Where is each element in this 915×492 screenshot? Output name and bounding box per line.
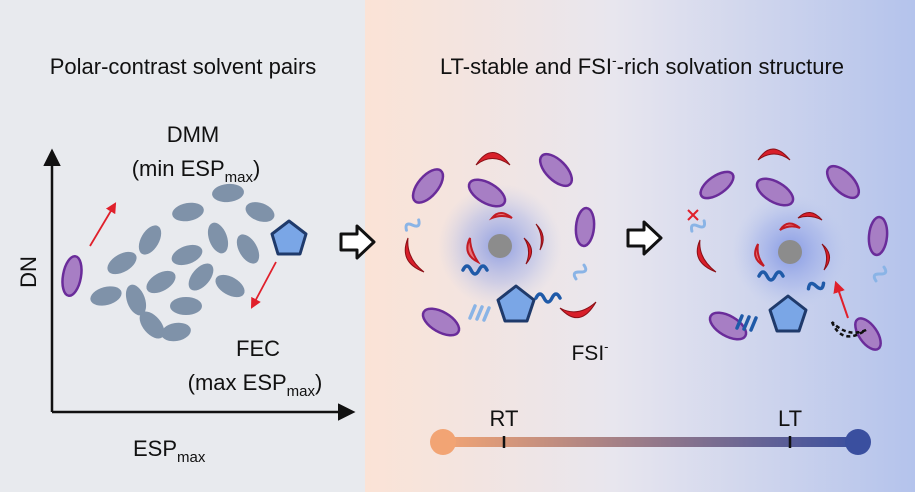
left-panel-title: Polar-contrast solvent pairs: [50, 54, 317, 79]
fec-molecule: [768, 294, 808, 333]
cluster-molecule: [215, 274, 245, 298]
cluster-molecule: [245, 202, 275, 222]
temperature-scale: RT LT: [430, 406, 871, 455]
fec-crescent-inner: [523, 237, 532, 265]
fec-crescent-inner: [797, 212, 823, 221]
fec-crescent: [757, 148, 791, 161]
fec-crescent: [475, 152, 511, 166]
fsi-anion: [806, 281, 826, 291]
cluster-molecule: [170, 297, 202, 315]
fsi-anion: [534, 292, 562, 304]
cluster-molecule: [139, 311, 165, 339]
fec-crescent: [559, 301, 597, 318]
fsi-anion-free: [572, 263, 588, 281]
cluster-molecule: [188, 263, 214, 291]
y-axis-label: DN: [16, 256, 41, 288]
fec-crescent: [404, 237, 425, 273]
cluster-molecule: [172, 202, 204, 222]
lt-solvation-structure: [687, 148, 889, 351]
fec-crescent: [696, 239, 717, 273]
dmm-molecule: [825, 164, 861, 200]
fsi-anion: [757, 270, 785, 282]
fec-crescent-inner: [488, 212, 513, 221]
x-axis-label: ESPmax: [133, 436, 206, 466]
cluster-molecule: [146, 270, 176, 294]
cluster-molecule: [107, 251, 137, 275]
dmm-molecule: [867, 215, 889, 257]
fsi-anion-free: [872, 265, 888, 283]
fec-arrow: [250, 261, 277, 309]
cluster-molecule: [90, 286, 122, 306]
fec-crescent-inner: [821, 243, 830, 271]
cluster-molecule: [236, 234, 260, 264]
cluster-molecule: [161, 322, 191, 342]
dmm-molecule: [467, 178, 507, 208]
lt-cation: [778, 240, 802, 264]
solvation-bond: [735, 314, 758, 332]
fec-crescent-inner: [466, 237, 481, 265]
rt-solvation-structure: FSI-: [404, 152, 609, 365]
dmm-sublabel: (min ESPmax): [132, 156, 261, 186]
right-panel-title: LT-stable and FSI--rich solvation struct…: [440, 52, 844, 79]
dmm-molecule: [574, 206, 596, 248]
left-panel-background: [0, 0, 365, 492]
fec-molecule: [496, 284, 536, 323]
transition-arrow-2: [626, 220, 663, 256]
fec-sublabel: (max ESPmax): [188, 370, 323, 400]
dmm-arrow: [89, 202, 117, 247]
fsi-label: FSI-: [571, 339, 608, 365]
lt-label: LT: [778, 406, 802, 431]
solvation-bond: [468, 304, 491, 322]
fec-crescent-inner: [535, 223, 544, 251]
cluster-molecule: [125, 284, 147, 316]
rt-label: RT: [490, 406, 519, 431]
fec-crescent-inner: [779, 222, 801, 231]
cluster-molecule: [138, 225, 162, 255]
dmm-molecule: [421, 307, 461, 337]
fsi-anion-free: [404, 218, 421, 232]
cluster-molecule: [212, 183, 244, 203]
fec-molecule: [270, 219, 308, 256]
rt-cation: [488, 234, 512, 258]
dmm-molecule: [755, 177, 795, 207]
cluster-molecule: [171, 244, 203, 266]
displaced-crescent: [830, 321, 867, 338]
dmm-molecule: [708, 311, 748, 341]
temperature-bar-start: [430, 429, 456, 455]
cluster-molecule: [207, 222, 229, 254]
temperature-bar-end: [845, 429, 871, 455]
dmm-molecule: [411, 168, 445, 204]
dmm-molecule: [61, 254, 83, 298]
transition-arrow-1: [339, 224, 376, 260]
dmm-molecule: [538, 152, 574, 188]
dmm-label: DMM: [167, 122, 220, 147]
fec-label: FEC: [236, 336, 280, 361]
removed-mark: [687, 209, 699, 221]
solvent-cluster: [90, 183, 275, 342]
fsi-anion-free: [689, 219, 707, 233]
dmm-molecule: [699, 170, 735, 200]
fec-crescent-inner: [754, 243, 765, 267]
displacement-arrow: [833, 280, 849, 319]
fsi-anion: [461, 264, 489, 276]
dmm-molecule: [854, 317, 882, 351]
temperature-bar: [443, 437, 858, 447]
